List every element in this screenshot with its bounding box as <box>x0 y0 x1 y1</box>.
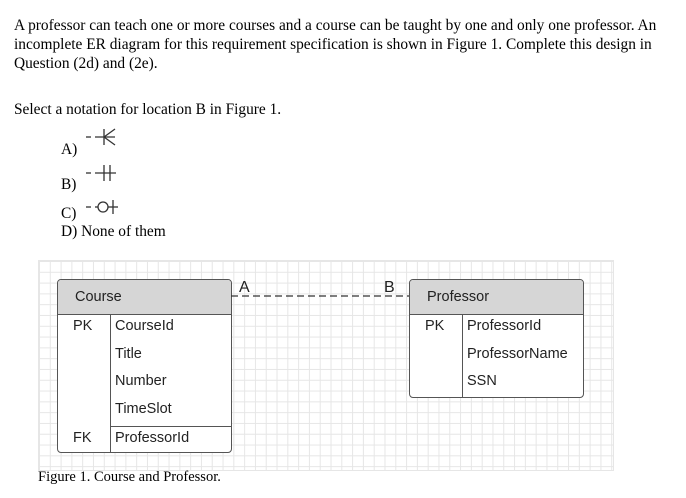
course-entity: Course PK CourseId Title Number TimeSlot… <box>57 279 232 453</box>
option-b-label[interactable]: B) <box>61 176 77 193</box>
option-c-label[interactable]: C) <box>61 205 77 222</box>
location-a-label: A <box>239 279 250 296</box>
question-text: A professor can teach one or more course… <box>14 17 657 72</box>
course-entity-title: Course <box>58 280 231 315</box>
course-fk-attribute: ProfessorId <box>115 430 190 446</box>
professor-pk-label: PK <box>425 318 445 334</box>
course-attribute-title: Title <box>115 346 142 362</box>
one-and-only-one-icon[interactable] <box>82 163 122 185</box>
professor-attribute-ssn: SSN <box>467 373 497 389</box>
professor-entity-title: Professor <box>410 280 583 315</box>
professor-attribute-name: ProfessorName <box>467 346 568 362</box>
professor-entity: Professor PK ProfessorId ProfessorName S… <box>409 279 584 398</box>
question-prompt: Select a notation for location B in Figu… <box>14 101 282 118</box>
course-fk-label: FK <box>73 430 92 446</box>
professor-pk-attribute: ProfessorId <box>467 318 542 334</box>
crow-foot-one-or-many-icon[interactable] <box>82 127 122 149</box>
course-attribute-number: Number <box>115 373 167 389</box>
course-pk-attribute: CourseId <box>115 318 174 334</box>
option-a-label[interactable]: A) <box>61 141 78 158</box>
course-pk-label: PK <box>73 318 93 334</box>
zero-or-one-icon[interactable] <box>82 196 122 218</box>
course-fk-divider <box>110 426 231 427</box>
figure-caption: Figure 1. Course and Professor. <box>38 469 221 485</box>
location-b-label: B <box>384 279 395 296</box>
option-d-label[interactable]: D) None of them <box>61 223 166 240</box>
course-attribute-timeslot: TimeSlot <box>115 401 172 417</box>
